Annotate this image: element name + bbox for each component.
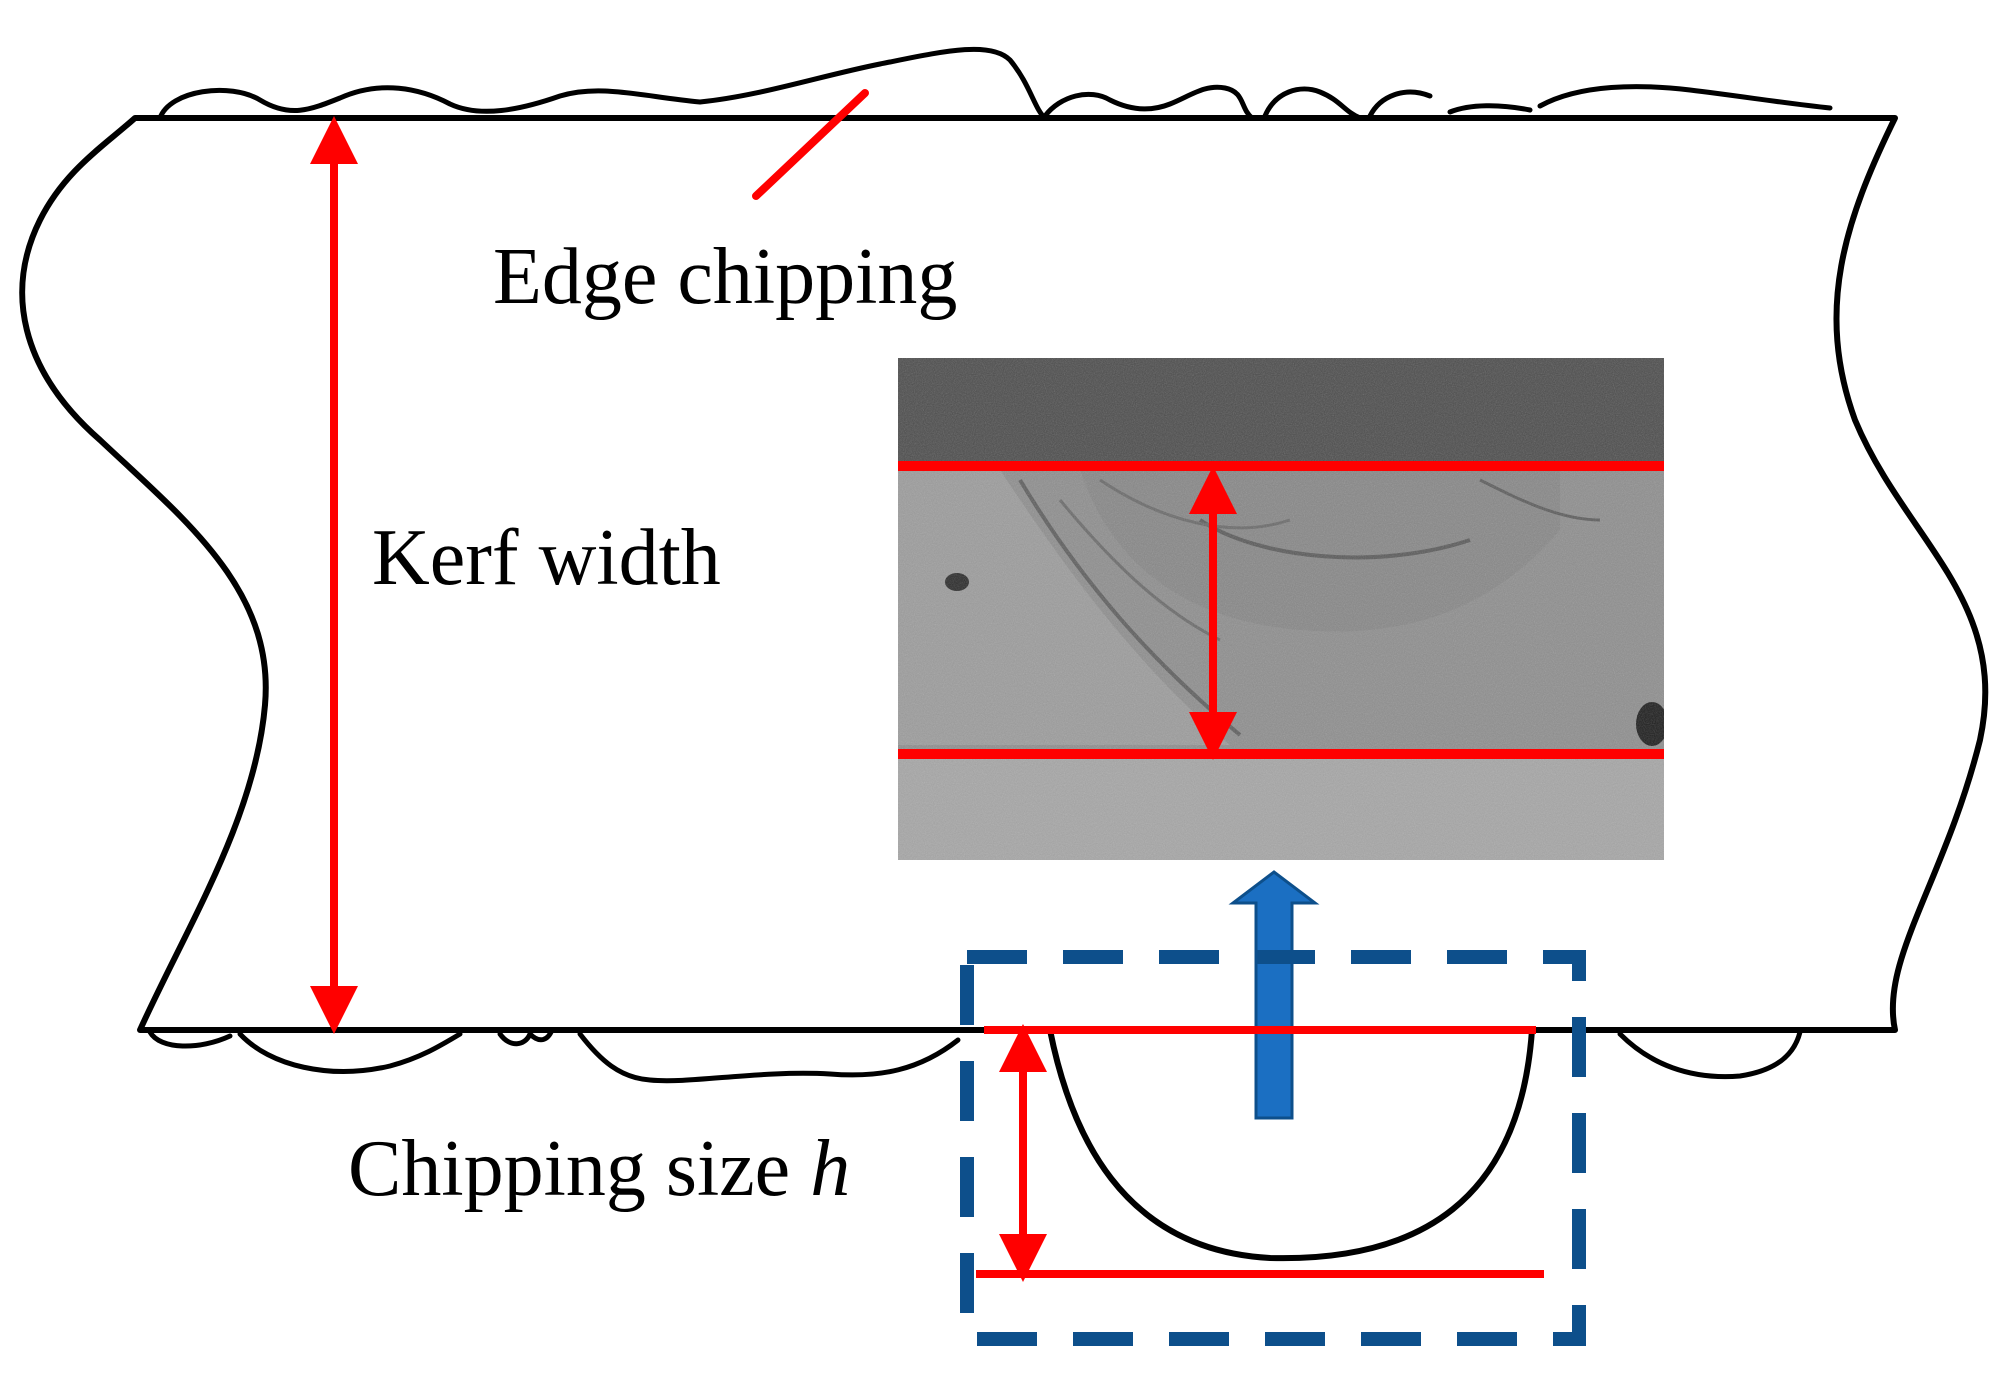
edge-chipping-label: Edge chipping: [493, 233, 957, 321]
up-arrow-icon: [1228, 870, 1320, 1120]
chipping-highlight-box: [960, 950, 1586, 1346]
kerf-width-label: Kerf width: [372, 514, 721, 602]
sem-micrograph-inset: [898, 358, 1664, 860]
chip-cavity: [1047, 1029, 1535, 1262]
bottom-edge-chipping: [147, 1027, 1803, 1084]
top-edge-chipping: [157, 46, 1833, 121]
edge-chipping-leader: [752, 89, 869, 200]
chipping-size-label: Chipping size h: [348, 1125, 850, 1213]
